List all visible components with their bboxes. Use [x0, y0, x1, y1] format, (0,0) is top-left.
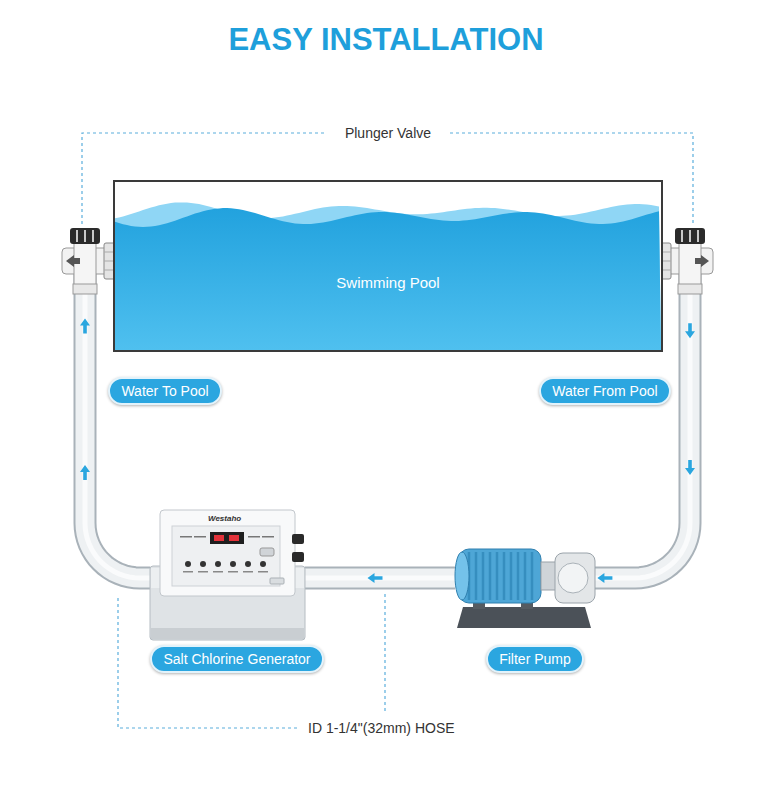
panel-print — [243, 571, 253, 573]
valve-cap-rib — [697, 230, 699, 242]
panel-button — [245, 561, 251, 567]
panel-print — [183, 571, 193, 573]
valve-cap-rib — [92, 230, 94, 242]
display-digit — [214, 535, 224, 541]
plunger-valve — [62, 228, 117, 294]
panel-button — [200, 561, 206, 567]
node-label: Salt Chlorine Generator — [150, 645, 323, 673]
pump-motor — [459, 549, 541, 603]
valve-cap-rib — [689, 230, 691, 242]
valve-collar — [73, 284, 97, 294]
panel-knob — [260, 548, 274, 556]
pump-base — [457, 607, 591, 628]
node-label: Swimming Pool — [115, 274, 661, 292]
valve-cap-rib — [76, 230, 78, 242]
panel-print — [180, 536, 192, 538]
water-pipe — [305, 573, 455, 583]
pipe-outline — [305, 567, 455, 590]
flow-arrow — [80, 465, 90, 480]
motor-endcap — [455, 552, 469, 600]
cable-gland — [292, 552, 304, 562]
panel-print — [213, 571, 223, 573]
flow-label: Water From Pool — [539, 377, 670, 405]
generator-base-shadow — [151, 628, 304, 639]
flow-arrow — [685, 460, 695, 475]
motor-fin — [503, 552, 506, 600]
motor-fin — [510, 552, 513, 600]
chlorine-generator: WestahoSalt Chlorine Generator — [150, 510, 305, 640]
pipe-body — [305, 569, 455, 588]
motor-fin — [524, 552, 527, 600]
valve-cap-rib — [84, 230, 86, 242]
brand-name: Westaho — [208, 514, 241, 524]
valve-collar — [678, 284, 702, 294]
pool-basin: Swimming Pool — [113, 180, 663, 352]
ce-mark — [270, 578, 284, 584]
page-title: EASY INSTALLATION — [0, 22, 772, 58]
node-illustration — [115, 182, 661, 350]
motor-fin — [489, 552, 492, 600]
flow-arrow — [597, 573, 612, 583]
pool-water — [115, 208, 661, 350]
panel-print — [228, 571, 238, 573]
node-label: Filter Pump — [486, 645, 584, 673]
cable-gland — [292, 534, 304, 544]
flow-arrow — [368, 573, 383, 583]
motor-fin — [496, 552, 499, 600]
motor-fin — [482, 552, 485, 600]
motor-fin — [517, 552, 520, 600]
valve-cap — [675, 228, 705, 244]
motor-fin — [475, 552, 478, 600]
node-illustration — [150, 510, 305, 640]
panel-button — [215, 561, 221, 567]
panel-print — [248, 536, 260, 538]
panel-print — [258, 571, 268, 573]
leader-lines — [82, 133, 693, 728]
panel-print — [198, 571, 208, 573]
pool-wave — [115, 202, 661, 350]
panel-print — [194, 536, 206, 538]
valve-cap — [70, 228, 100, 244]
motor-fin — [531, 552, 534, 600]
filter-pump: Filter Pump — [455, 535, 595, 630]
valve-arrow — [66, 255, 80, 267]
valve-cap-rib — [681, 230, 683, 242]
generator-cabinet — [160, 510, 295, 596]
flow-arrow — [685, 323, 695, 338]
dimension-label: ID 1-1/4"(32mm) HOSE — [306, 719, 457, 737]
part-label: Plunger Valve — [343, 124, 433, 142]
control-panel — [172, 526, 280, 586]
flow-arrow — [80, 319, 90, 334]
panel-print — [262, 536, 274, 538]
pump-impeller — [558, 563, 588, 593]
panel-button — [260, 561, 266, 567]
display — [210, 532, 244, 544]
node-illustration — [455, 535, 595, 630]
hose-leader — [384, 594, 385, 713]
display-digit — [229, 535, 239, 541]
valve-arrow — [695, 255, 709, 267]
panel-button — [230, 561, 236, 567]
pump-housing — [555, 553, 595, 603]
plunger-valve — [658, 228, 713, 294]
panel-button — [185, 561, 191, 567]
flow-label: Water To Pool — [108, 377, 221, 405]
